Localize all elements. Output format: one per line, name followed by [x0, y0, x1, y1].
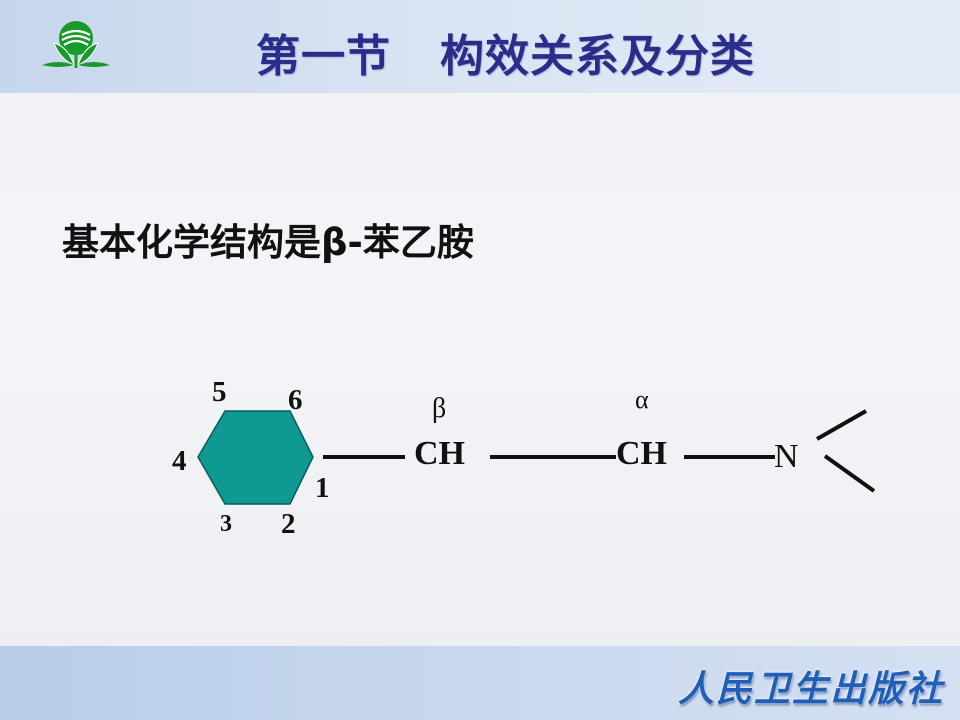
- ring-position-3: 3: [220, 511, 232, 537]
- ring-position-6: 6: [288, 384, 303, 416]
- ring-position-2: 2: [281, 508, 296, 540]
- alpha-greek-label: α: [635, 385, 649, 414]
- structure-caption: 基本化学结构是β-苯乙胺: [62, 221, 474, 264]
- alpha-carbon-label: CH: [616, 435, 667, 472]
- ring-position-4: 4: [172, 445, 187, 477]
- ring-position-5: 5: [212, 376, 227, 408]
- benzene-ring: [197, 410, 314, 505]
- leaf-emblem-icon: [42, 21, 110, 68]
- page-title: 第一节 构效关系及分类: [256, 31, 755, 82]
- ring-position-1: 1: [315, 472, 330, 504]
- publisher-logo-text: 人民卫生出版社: [678, 668, 945, 710]
- nitrogen-label: N: [774, 438, 799, 475]
- beta-greek-label: β: [432, 393, 446, 424]
- beta-carbon-label: CH: [414, 435, 465, 472]
- footer-band: [0, 646, 960, 720]
- header-band: [0, 0, 960, 93]
